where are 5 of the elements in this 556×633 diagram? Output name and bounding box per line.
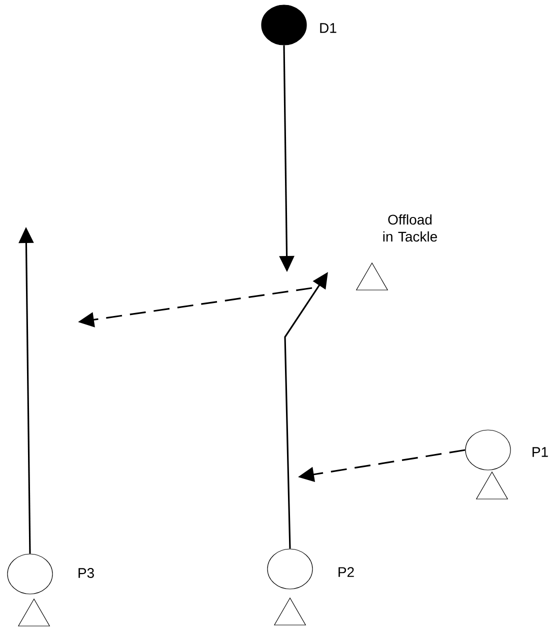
player-label: D1	[320, 23, 336, 33]
player-label: P2	[338, 567, 354, 577]
player-label: Offload in Tackle	[383, 214, 437, 242]
player-label: P1	[532, 447, 548, 457]
player-label: P3	[78, 568, 94, 578]
